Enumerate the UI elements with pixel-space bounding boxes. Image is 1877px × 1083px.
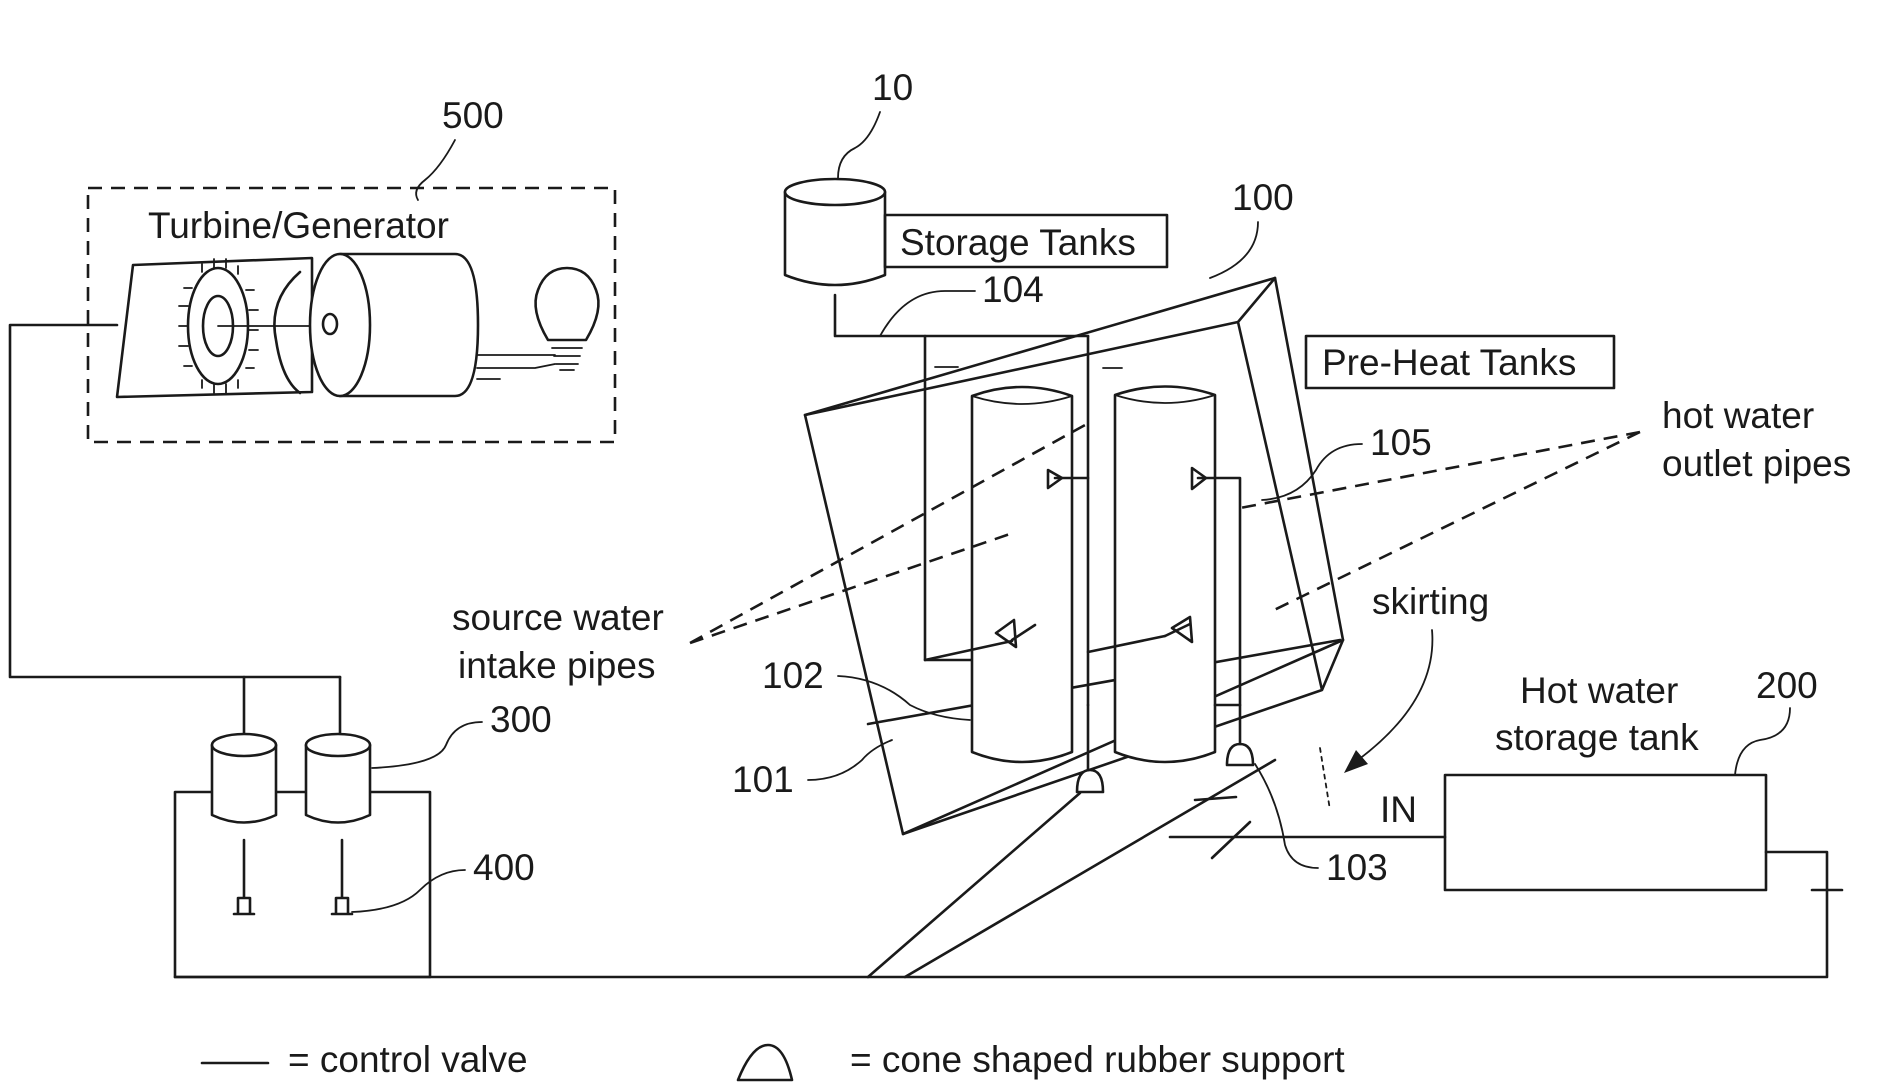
ref-300: 300: [490, 699, 552, 740]
hot-water-label-2: outlet pipes: [1662, 443, 1851, 484]
source-water-label-1: source water: [452, 597, 664, 638]
hot-water-storage-tank: [1445, 775, 1766, 890]
preheat-tanks-label: Pre-Heat Tanks: [1322, 342, 1576, 383]
preheat-tank-1: [972, 387, 1072, 762]
skirting-arrowhead: [1344, 750, 1368, 773]
leader-103: [1255, 764, 1318, 868]
ref-100: 100: [1232, 177, 1294, 218]
source-water-label-2: intake pipes: [458, 645, 655, 686]
enclosure-depth-edges: [805, 278, 1343, 834]
legend-cone-icon: [738, 1045, 792, 1080]
skirting-dotted: [1320, 748, 1330, 810]
panel-drop-wires: [244, 677, 340, 740]
ref-200: 200: [1756, 665, 1818, 706]
leader-102: [838, 676, 970, 720]
control-panel-box: [175, 792, 430, 977]
ref-104: 104: [982, 269, 1044, 310]
cone-support-1: [1077, 770, 1103, 792]
cone-support-2: [1227, 744, 1253, 765]
turbine-generator-label: Turbine/Generator: [148, 205, 449, 246]
power-wire: [10, 325, 340, 677]
enclosure-floor-edge: [868, 640, 1340, 724]
hot-water-storage-label-1: Hot water: [1520, 670, 1678, 711]
leader-200: [1735, 708, 1790, 775]
storage-tank-top: [785, 179, 885, 205]
leader-500: [416, 140, 455, 200]
ref-500: 500: [442, 95, 504, 136]
ref-102: 102: [762, 655, 824, 696]
return-pipe: [175, 852, 1827, 977]
legend-cone-text: = cone shaped rubber support: [850, 1039, 1345, 1080]
ref-103: 103: [1326, 847, 1388, 888]
control-units-group: 300 400: [175, 699, 552, 977]
enclosure-outer-frame: [805, 278, 1343, 834]
electrode-right-icon: [332, 840, 352, 914]
control-unit-right-top: [306, 734, 370, 756]
generator-wires: [477, 355, 555, 379]
leader-101: [808, 740, 892, 780]
leader-10: [838, 112, 880, 178]
leader-400: [352, 870, 465, 912]
turbine-generator-group: Turbine/Generator 500: [88, 95, 615, 442]
ref-400: 400: [473, 847, 535, 888]
skirting-arrow: [1358, 630, 1432, 760]
skirting-label: skirting: [1372, 581, 1489, 622]
electrode-left-icon: [234, 840, 254, 914]
hot-water-storage-label-2: storage tank: [1495, 717, 1699, 758]
hot-water-storage-group: Hot water storage tank 200: [1445, 665, 1818, 890]
legend: = control valve = cone shaped rubber sup…: [202, 1039, 1345, 1080]
ref-101: 101: [732, 759, 794, 800]
preheat-tank-2: [1115, 387, 1215, 763]
turbine-housing: [117, 258, 312, 397]
support-legs: [868, 760, 1275, 977]
valve-feed: [1195, 797, 1250, 858]
hot-water-label-1: hot water: [1662, 395, 1814, 436]
in-label: IN: [1380, 789, 1417, 830]
leader-300: [372, 722, 482, 768]
legend-control-valve-text: = control valve: [288, 1039, 528, 1080]
storage-tanks-label: Storage Tanks: [900, 222, 1136, 263]
generator-face: [310, 254, 370, 396]
storage-tank-group: 10 Storage Tanks 104: [785, 67, 1167, 336]
supply-pipe-104: [835, 295, 1088, 336]
leader-100: [1210, 222, 1258, 278]
ref-10: 10: [872, 67, 913, 108]
leader-104: [880, 291, 975, 336]
control-unit-left-top: [212, 734, 276, 756]
ref-105: 105: [1370, 422, 1432, 463]
generator-front-cap: [274, 272, 300, 393]
